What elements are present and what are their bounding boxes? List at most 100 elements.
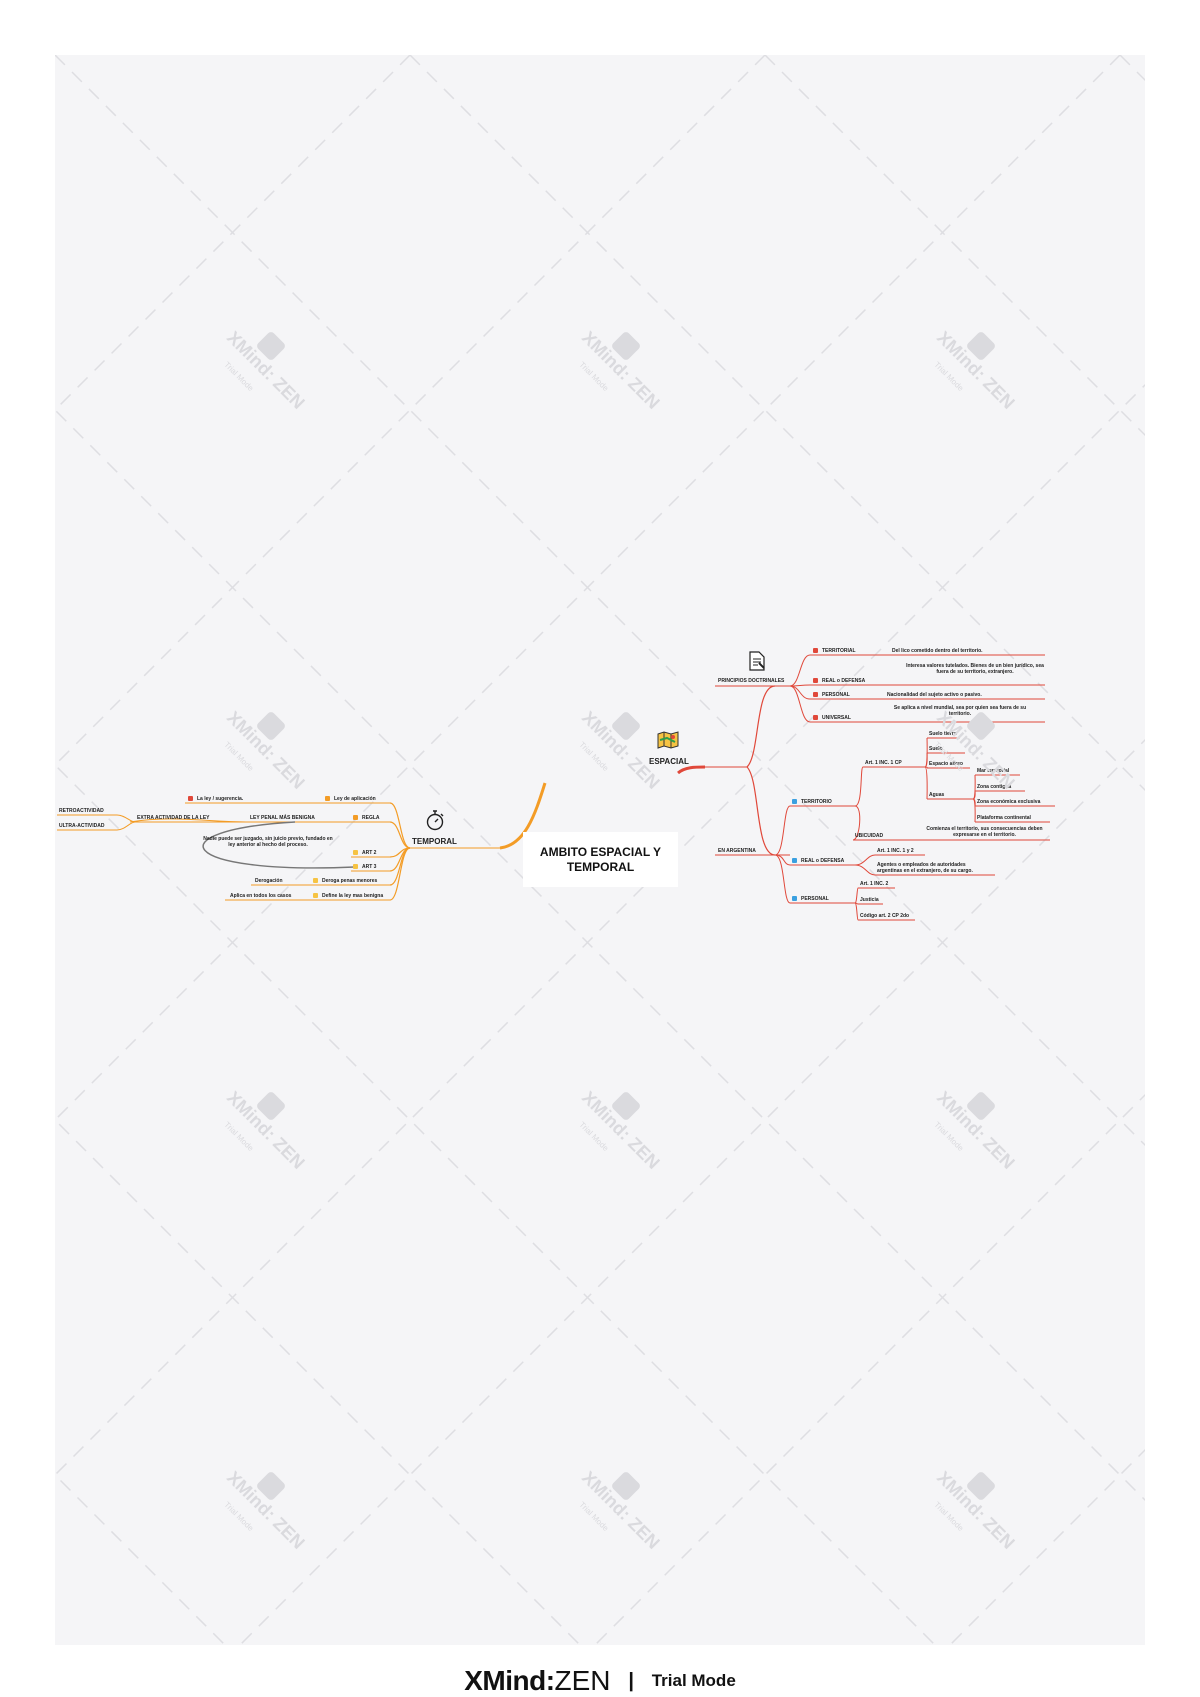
watermark-line bbox=[238, 738, 1145, 1645]
aguas-zona-economica: Zona económica exclusiva bbox=[977, 799, 1041, 805]
territorio-suelo: Suelo bbox=[929, 746, 943, 752]
aplica-todos-casos: Aplica en todos los casos bbox=[230, 893, 292, 899]
watermark-line bbox=[55, 55, 1121, 1122]
map-icon bbox=[657, 731, 679, 749]
ley-sugerencia: La ley / sugerencia. bbox=[188, 796, 243, 802]
principio-real[interactable]: REAL o DEFENSA bbox=[813, 678, 865, 684]
yellow-marker-icon bbox=[353, 864, 358, 870]
connector bbox=[924, 766, 928, 800]
aguas-zona-contigua: Zona contigua bbox=[977, 784, 1012, 790]
red-marker-icon bbox=[813, 692, 818, 698]
blue-marker-icon bbox=[792, 896, 797, 902]
watermark-line bbox=[55, 1118, 582, 1645]
personal-art: Art. 1 INC. 2 bbox=[860, 881, 889, 887]
connector bbox=[746, 766, 776, 856]
art-1-inc-1[interactable]: Art. 1 INC. 1 CP bbox=[865, 760, 902, 766]
ley-penal-mas-benigna[interactable]: LEY PENAL MÁS BENIGNA bbox=[250, 815, 315, 821]
personal-justicia: Justicia bbox=[860, 897, 879, 903]
connector bbox=[972, 798, 976, 823]
ley-aplicacion[interactable]: Ley de aplicación bbox=[325, 796, 376, 802]
aguas-mar-territorial: Mar territorial bbox=[977, 768, 1010, 774]
ultra-actividad: ULTRA-ACTIVIDAD bbox=[59, 823, 105, 829]
central-topic[interactable]: AMBITO ESPACIAL Y TEMPORAL bbox=[523, 832, 678, 887]
aguas[interactable]: Aguas bbox=[929, 792, 945, 798]
art-2[interactable]: ART 2 bbox=[353, 850, 376, 856]
red-marker-icon bbox=[188, 796, 193, 802]
real-art: Art. 1 INC. 1 y 2 bbox=[877, 848, 914, 854]
blue-marker-icon bbox=[792, 799, 797, 805]
deroga-penas[interactable]: Deroga penas menores bbox=[313, 878, 377, 884]
connector bbox=[389, 847, 411, 886]
principio-universal[interactable]: UNIVERSAL bbox=[813, 715, 851, 721]
real-agentes: Agentes o empleados de autoridades argen… bbox=[877, 862, 973, 874]
principio-territorial[interactable]: TERRITORIAL bbox=[813, 648, 856, 654]
ubicuidad[interactable]: UBICUIDAD bbox=[855, 833, 884, 839]
orange-marker-icon bbox=[325, 796, 330, 802]
zen-text: ZEN bbox=[554, 1665, 611, 1696]
branch-temporal[interactable]: TEMPORAL bbox=[412, 837, 457, 846]
principio-personal[interactable]: PERSONAL bbox=[813, 692, 850, 698]
territorio-espacio-aereo: Espacio aéreo bbox=[929, 761, 963, 767]
personal[interactable]: PERSONAL bbox=[792, 896, 829, 902]
red-marker-icon bbox=[813, 678, 818, 684]
principio-territorial-desc: Del lico cometido dentro del territorio. bbox=[892, 648, 983, 654]
connector bbox=[852, 805, 861, 841]
yellow-marker-icon bbox=[313, 878, 318, 884]
define-ley-benigna[interactable]: Define la ley mas benigna bbox=[313, 893, 383, 899]
mind-map-canvas[interactable]: AMBITO ESPACIAL Y TEMPORAL ESPACIAL PRIN… bbox=[55, 55, 1145, 1645]
orange-marker-icon bbox=[353, 815, 358, 821]
principio-real-desc: Interesa valores tutelados. Bienes de un… bbox=[906, 663, 1044, 675]
connector bbox=[389, 847, 411, 901]
yellow-marker-icon bbox=[353, 850, 358, 856]
connector bbox=[774, 854, 791, 904]
connector bbox=[789, 685, 811, 723]
connector bbox=[389, 802, 411, 849]
red-marker-icon bbox=[813, 648, 818, 654]
en-argentina[interactable]: EN ARGENTINA bbox=[718, 848, 756, 854]
yellow-marker-icon bbox=[313, 893, 318, 899]
connector bbox=[972, 790, 976, 800]
red-marker-icon bbox=[813, 715, 818, 721]
territorio[interactable]: TERRITORIO bbox=[792, 799, 832, 805]
extra-actividad[interactable]: EXTRA ACTIVIDAD DE LA LEY bbox=[137, 815, 210, 821]
principios-doctrinales[interactable]: PRINCIPIOS DOCTRINALES bbox=[718, 678, 785, 684]
aguas-plataforma: Plataforma continental bbox=[977, 815, 1031, 821]
principio-universal-desc: Se aplica a nivel mundial, sea por quien… bbox=[893, 705, 1027, 717]
connector bbox=[746, 685, 776, 768]
branch-espacial[interactable]: ESPACIAL bbox=[649, 757, 689, 766]
connector bbox=[116, 814, 136, 823]
central-to-espacial bbox=[677, 765, 706, 775]
connector bbox=[789, 654, 811, 687]
ubicuidad-desc: Comienza el territorio, sus consecuencia… bbox=[926, 826, 1043, 838]
territorio-suelo-tierra: Suelo tierra bbox=[929, 731, 957, 737]
relationship-curve bbox=[202, 821, 356, 869]
logo-colon: : bbox=[545, 1665, 555, 1696]
trial-mode-label: Trial Mode bbox=[651, 1671, 736, 1690]
personal-codigo: Código art. 2 CP 2do bbox=[860, 913, 910, 919]
watermark-line bbox=[55, 763, 937, 1645]
xmind-logo: XMind bbox=[464, 1665, 546, 1696]
real-o-defensa[interactable]: REAL o DEFENSA bbox=[792, 858, 844, 864]
document-icon bbox=[749, 651, 765, 671]
art-3[interactable]: ART 3 bbox=[353, 864, 376, 870]
connector bbox=[854, 854, 876, 866]
connector bbox=[116, 821, 136, 831]
connector bbox=[854, 766, 864, 807]
connector bbox=[854, 887, 859, 904]
watermark-line bbox=[55, 55, 1145, 1147]
nota-juicio-previo: Nadie puede ser juzgado, sin juicio prev… bbox=[203, 836, 333, 848]
stopwatch-icon bbox=[426, 810, 444, 831]
central-topic-title: AMBITO ESPACIAL Y TEMPORAL bbox=[539, 844, 662, 874]
footer-separator: | bbox=[628, 1670, 634, 1692]
watermark-line bbox=[593, 1093, 1145, 1645]
regla[interactable]: REGLA bbox=[353, 815, 380, 821]
connector bbox=[774, 805, 791, 856]
principio-personal-desc: Nacionalidad del sujeto activo o pasivo. bbox=[887, 692, 982, 698]
central-to-temporal bbox=[499, 782, 547, 850]
derogacion: Derogación bbox=[255, 878, 283, 884]
blue-marker-icon bbox=[792, 858, 797, 864]
connector bbox=[389, 821, 411, 849]
connector-lines bbox=[57, 654, 1055, 921]
trial-footer: XMind:ZEN | Trial Mode bbox=[0, 1665, 1200, 1697]
connector bbox=[854, 902, 859, 921]
